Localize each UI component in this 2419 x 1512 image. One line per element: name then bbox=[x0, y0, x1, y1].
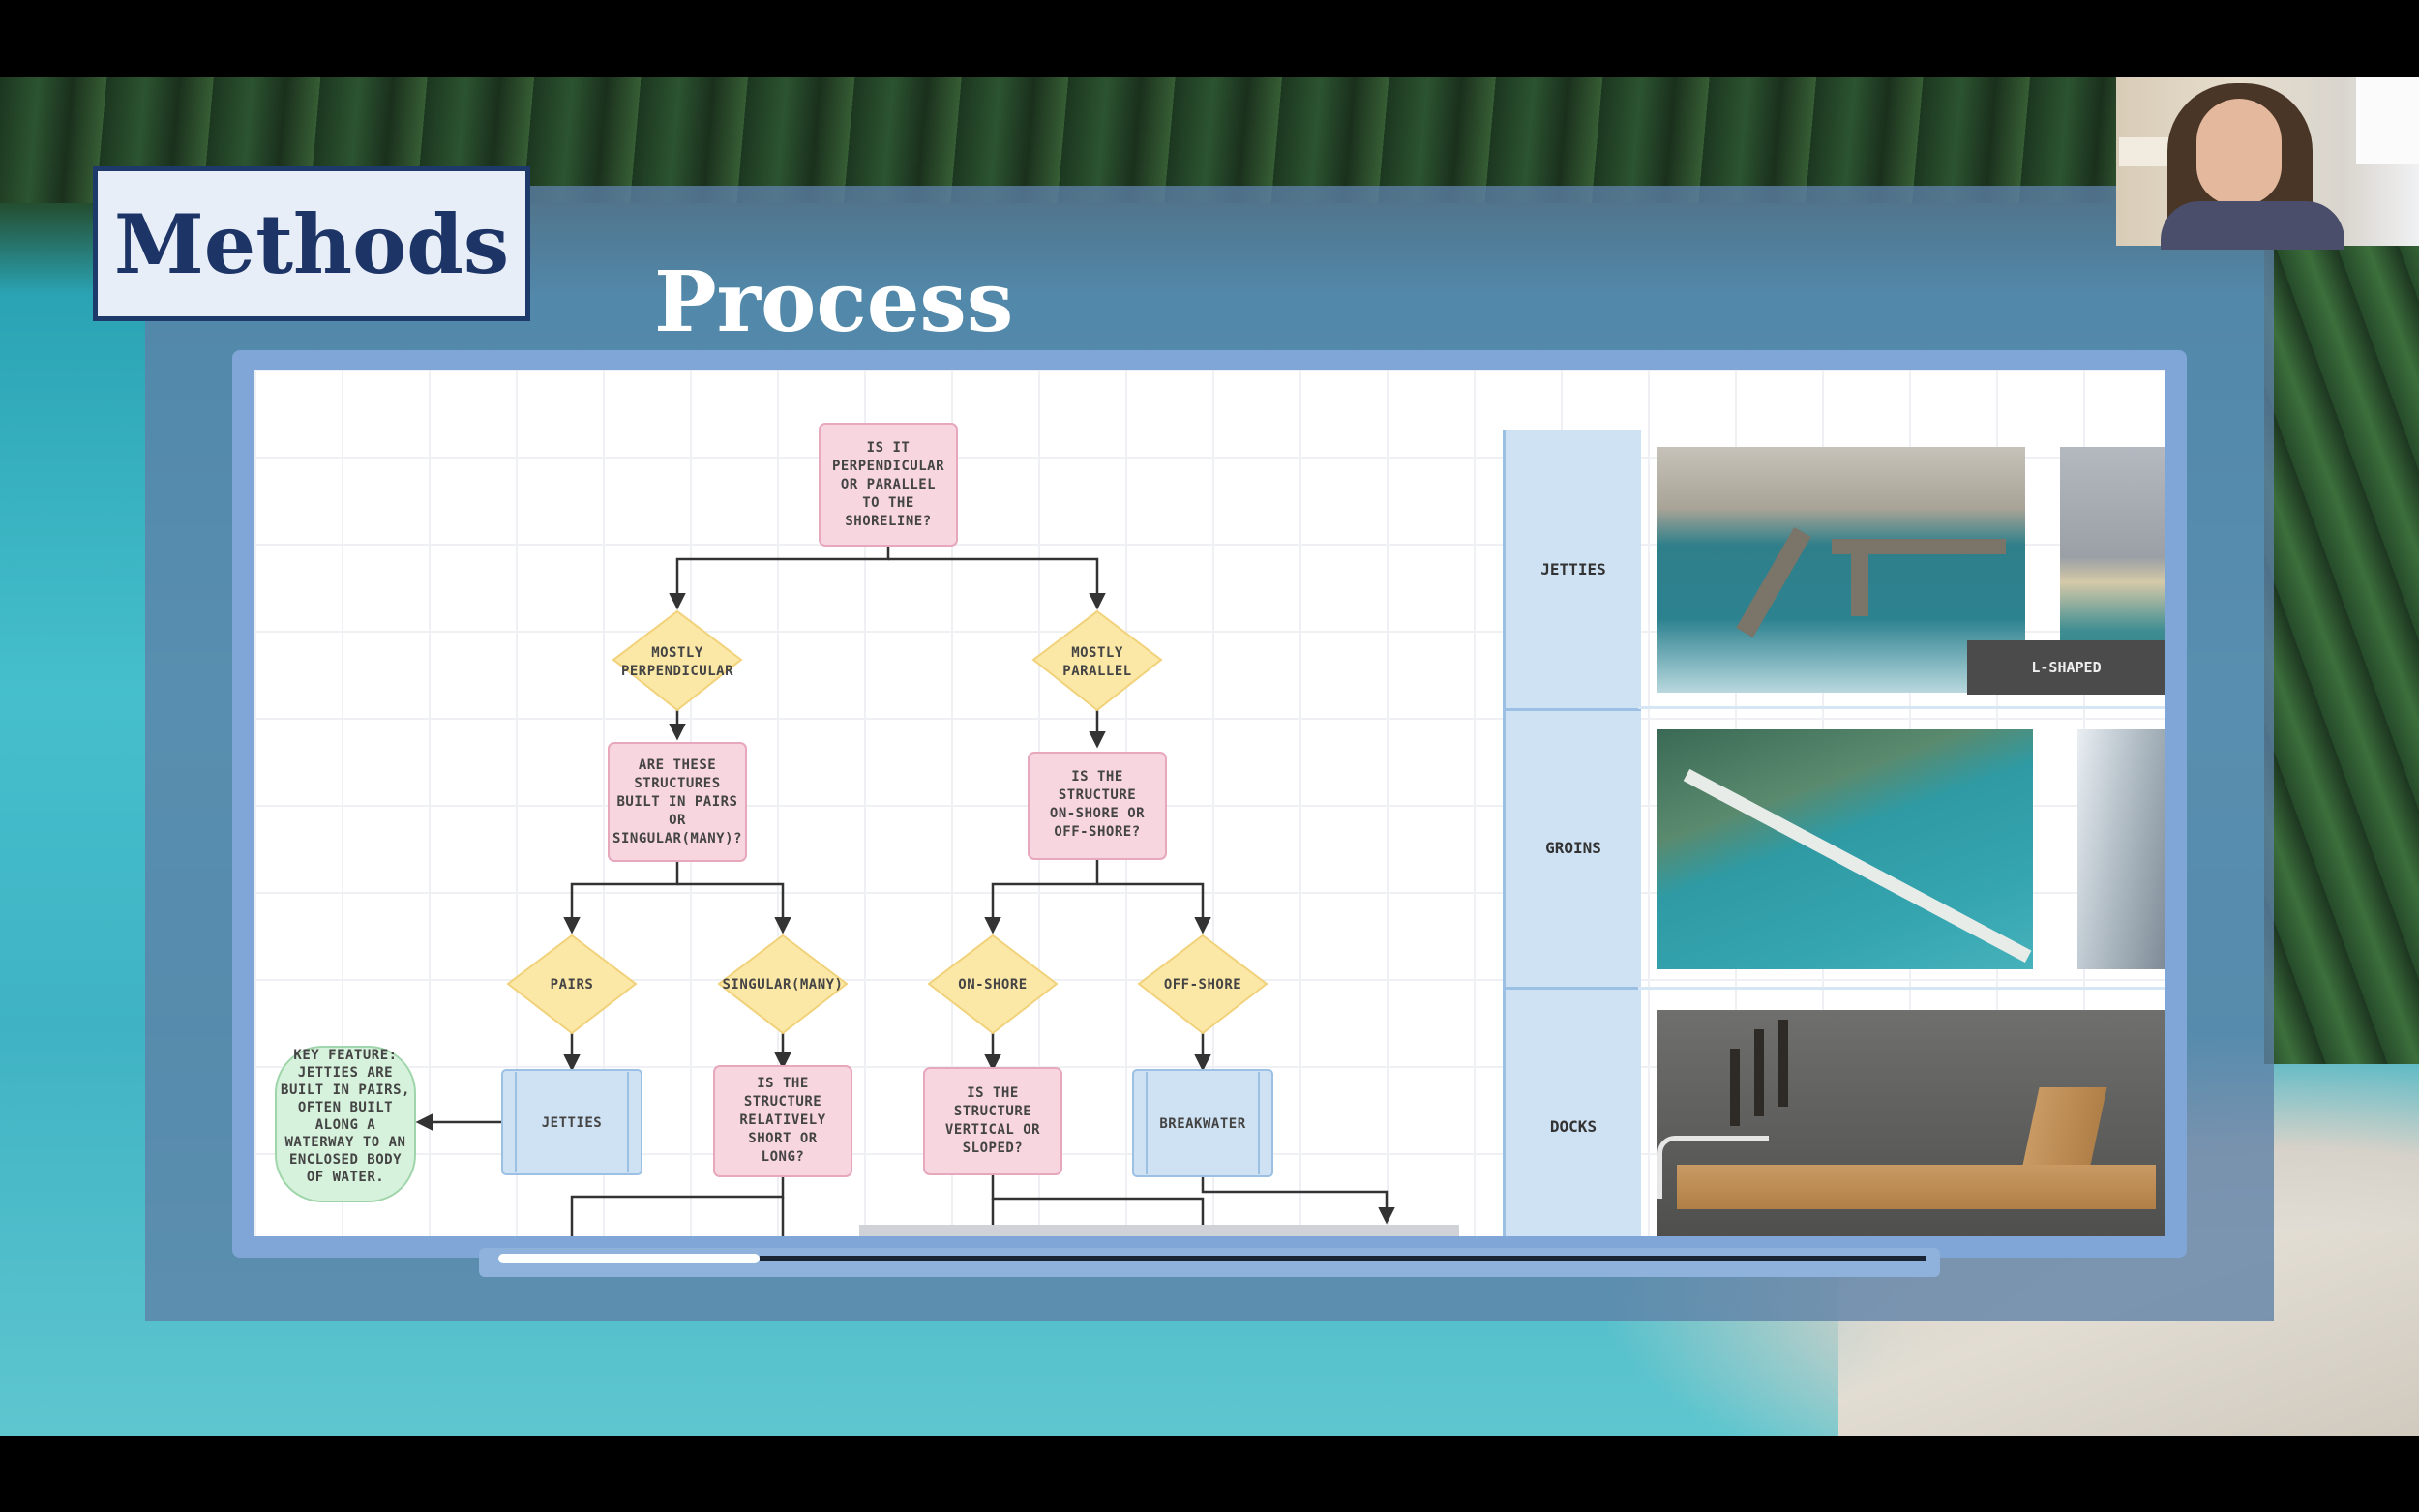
svg-text:OF WATER.: OF WATER. bbox=[307, 1170, 384, 1185]
svg-text:STRUCTURES: STRUCTURES bbox=[634, 776, 720, 791]
svg-text:STRUCTURE: STRUCTURE bbox=[954, 1104, 1031, 1119]
gallery-label-docks: DOCKS bbox=[1549, 1116, 1598, 1136]
methods-heading-box: Methods bbox=[93, 166, 530, 321]
node-slope-question: IS THE STRUCTURE VERTICAL OR SLOPED? bbox=[923, 1067, 1062, 1175]
svg-text:ARE THESE: ARE THESE bbox=[639, 757, 716, 773]
svg-text:MOSTLY: MOSTLY bbox=[651, 645, 703, 661]
svg-text:ENCLOSED BODY: ENCLOSED BODY bbox=[289, 1152, 402, 1168]
svg-text:IS THE: IS THE bbox=[757, 1076, 809, 1091]
node-key-feature-note: KEY FEATURE: JETTIES ARE BUILT IN PAIRS,… bbox=[275, 1046, 416, 1202]
flowchart: IS IT PERPENDICULAR OR PARALLEL TO THE S… bbox=[275, 423, 1459, 1236]
svg-text:BUILT IN PAIRS,: BUILT IN PAIRS, bbox=[281, 1082, 410, 1098]
svg-text:PERPENDICULAR: PERPENDICULAR bbox=[621, 664, 733, 679]
svg-text:OFF-SHORE?: OFF-SHORE? bbox=[1054, 824, 1140, 840]
node-mostly-parallel: MOSTLY PARALLEL bbox=[1031, 609, 1163, 712]
node-root-line: PERPENDICULAR bbox=[832, 459, 944, 474]
dock-type-tag: L-SHAPED bbox=[1967, 640, 2165, 695]
svg-text:STRUCTURE: STRUCTURE bbox=[1059, 787, 1136, 803]
svg-text:VERTICAL OR: VERTICAL OR bbox=[945, 1122, 1040, 1138]
svg-text:JETTIES: JETTIES bbox=[542, 1115, 603, 1131]
letterbox-top bbox=[0, 0, 2419, 77]
presenter-face bbox=[2196, 99, 2282, 205]
svg-text:ON-SHORE OR: ON-SHORE OR bbox=[1050, 806, 1145, 821]
svg-text:SINGULAR(MANY)?: SINGULAR(MANY)? bbox=[612, 831, 742, 846]
board-scrollbar-track bbox=[760, 1256, 1926, 1261]
node-offshore: OFF-SHORE bbox=[1137, 934, 1269, 1035]
node-singular: SINGULAR(MANY) bbox=[717, 934, 849, 1035]
svg-text:STRUCTURE: STRUCTURE bbox=[744, 1094, 821, 1110]
background-palms bbox=[2264, 193, 2419, 1064]
node-root-line: TO THE bbox=[862, 495, 914, 511]
svg-text:ON-SHORE: ON-SHORE bbox=[958, 977, 1027, 993]
webcam-background-window bbox=[2356, 77, 2419, 164]
svg-text:SLOPED?: SLOPED? bbox=[963, 1141, 1024, 1156]
node-root-line: SHORELINE? bbox=[845, 514, 931, 529]
gallery-row-docks: DOCKS bbox=[1506, 987, 1641, 1236]
docks-photo bbox=[1657, 1010, 2165, 1236]
svg-text:MOSTLY: MOSTLY bbox=[1071, 645, 1123, 661]
selection-bar bbox=[859, 1225, 1459, 1236]
svg-text:RELATIVELY: RELATIVELY bbox=[739, 1112, 825, 1128]
flowchart-connectors bbox=[415, 546, 1395, 1236]
slide-heading: Methods bbox=[113, 195, 510, 292]
svg-text:SINGULAR(MANY): SINGULAR(MANY) bbox=[722, 977, 843, 993]
jetties-aerial-photo bbox=[1657, 447, 2025, 693]
gallery-divider bbox=[1638, 706, 2165, 709]
svg-text:LONG?: LONG? bbox=[762, 1149, 805, 1165]
gallery-row-jetties: JETTIES bbox=[1506, 430, 1641, 711]
node-jetties-result: JETTIES bbox=[501, 1069, 642, 1175]
svg-text:OR: OR bbox=[669, 813, 686, 828]
node-root-question: IS IT PERPENDICULAR OR PARALLEL TO THE S… bbox=[819, 423, 958, 547]
svg-text:KEY FEATURE:: KEY FEATURE: bbox=[293, 1048, 397, 1063]
svg-text:IS THE: IS THE bbox=[967, 1085, 1019, 1101]
svg-text:IS THE: IS THE bbox=[1071, 769, 1123, 785]
node-mostly-perpendicular: MOSTLY PERPENDICULAR bbox=[612, 609, 743, 712]
svg-text:ALONG A: ALONG A bbox=[315, 1117, 376, 1133]
svg-text:JETTIES ARE: JETTIES ARE bbox=[298, 1065, 393, 1081]
node-pairs-question: ARE THESE STRUCTURES BUILT IN PAIRS OR S… bbox=[608, 742, 747, 862]
gallery-label-groins: GROINS bbox=[1545, 838, 1601, 857]
svg-text:SHORT OR: SHORT OR bbox=[748, 1131, 818, 1146]
svg-text:BUILT IN PAIRS: BUILT IN PAIRS bbox=[616, 794, 737, 810]
node-breakwater-result: BREAKWATER bbox=[1132, 1069, 1273, 1177]
svg-text:PARALLEL: PARALLEL bbox=[1062, 664, 1131, 679]
node-pairs: PAIRS bbox=[506, 934, 638, 1035]
groins-aerial-photo bbox=[1657, 729, 2033, 969]
svg-text:PAIRS: PAIRS bbox=[551, 977, 594, 993]
svg-text:WATERWAY TO AN: WATERWAY TO AN bbox=[284, 1135, 405, 1150]
node-onshore-offshore-question: IS THE STRUCTURE ON-SHORE OR OFF-SHORE? bbox=[1028, 752, 1167, 860]
node-length-question: IS THE STRUCTURE RELATIVELY SHORT OR LON… bbox=[713, 1065, 852, 1177]
board-scrollbar-thumb[interactable] bbox=[498, 1254, 760, 1263]
node-onshore: ON-SHORE bbox=[927, 934, 1059, 1035]
gallery-divider bbox=[1638, 987, 2165, 990]
flowchart-board[interactable]: IS IT PERPENDICULAR OR PARALLEL TO THE S… bbox=[254, 370, 2165, 1236]
groins-photo-partial bbox=[2077, 729, 2165, 969]
letterbox-bottom bbox=[0, 1436, 2419, 1512]
presenter-body bbox=[2161, 201, 2344, 250]
gallery-category-column: JETTIES GROINS DOCKS bbox=[1503, 430, 1641, 1236]
gallery-row-groins: GROINS bbox=[1506, 708, 1641, 990]
node-root-line: OR PARALLEL bbox=[841, 477, 936, 492]
dock-type-tag-text: L-SHAPED bbox=[2031, 659, 2102, 676]
svg-text:OFF-SHORE: OFF-SHORE bbox=[1164, 977, 1241, 993]
slide-subheading: Process bbox=[654, 253, 1014, 351]
gallery-label-jetties: JETTIES bbox=[1540, 559, 1606, 578]
svg-text:BREAKWATER: BREAKWATER bbox=[1159, 1116, 1245, 1132]
node-root-line: IS IT bbox=[867, 440, 911, 456]
svg-text:OFTEN BUILT: OFTEN BUILT bbox=[298, 1100, 393, 1115]
